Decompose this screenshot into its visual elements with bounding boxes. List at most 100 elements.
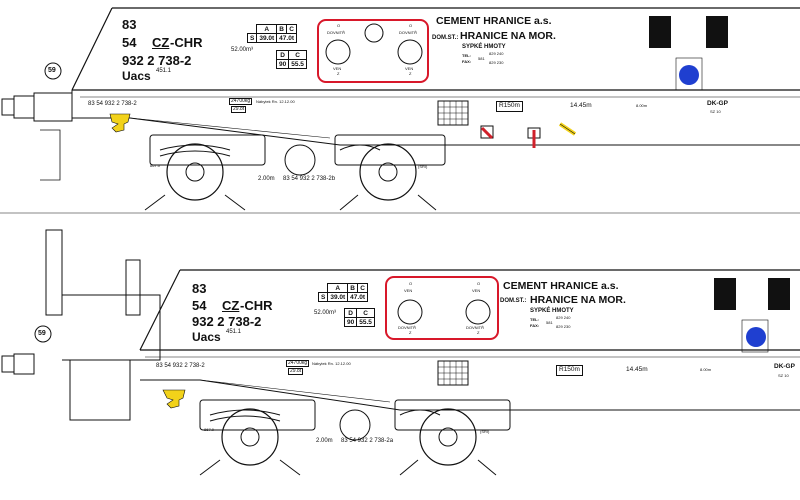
frame-number: 83 54 932 2 738-2 (156, 363, 205, 369)
tank-sloped-end (139, 269, 181, 351)
valve-left-z: Z (409, 330, 412, 335)
valve-left-top-label: VEN (404, 288, 413, 293)
load-col-b: B (276, 24, 288, 34)
rev-circle-label: 59 (38, 330, 46, 337)
valve-right-o: O (409, 23, 413, 28)
wagon-number-line3: 932 2 738-2 (122, 53, 192, 68)
frame-number: 83 54 932 2 738-2 (88, 101, 137, 107)
blue-lamp (679, 65, 699, 85)
left-buffer (13, 95, 35, 119)
load-col-c: C (286, 24, 297, 34)
owner-code: -CHR (170, 35, 203, 50)
load-c-val: 55.5 (356, 317, 375, 327)
left-buffer (13, 353, 35, 375)
cargo-type: SYPKÉ HMOTY (530, 308, 574, 314)
wagon-class-sup: 451.1 (226, 329, 242, 335)
volume: 52.00m³ (231, 47, 254, 53)
load-col-b: B (347, 283, 359, 293)
wheel-right (359, 143, 417, 201)
load-table: A B C S 39.0t 47.0t (317, 283, 368, 302)
tel-number: 829 240 (489, 51, 504, 56)
tel-label: TEL: (530, 317, 539, 322)
bogie-distance: 2.00m (258, 176, 275, 182)
yellow-hook (109, 113, 131, 133)
placard-right (706, 16, 728, 48)
load-d-val: 90 (343, 317, 358, 327)
valve-left-bottom-label: DOVNITŘ (398, 325, 416, 330)
curve-radius: R150m (556, 365, 583, 376)
country-code: CZ (222, 298, 240, 313)
load-s-a: 39.0t (256, 33, 278, 43)
revision-circle (44, 62, 62, 80)
brake-type: DK-GP (707, 100, 728, 107)
valve-frame (385, 276, 499, 340)
valve-left-o: O (337, 23, 341, 28)
wagon-drawing-top (0, 7, 800, 214)
phone-prefix: 581 (478, 56, 485, 61)
end-ladder (45, 229, 63, 316)
red-lever (480, 126, 494, 140)
wheel-right (419, 408, 477, 466)
load-table-2: D C 90 55.5 (343, 308, 375, 327)
bogie-left (144, 134, 266, 211)
fax-label: FAX: (530, 323, 540, 328)
axle-distance: 8.00m (636, 103, 648, 108)
wagon-number-line2: 54 (122, 35, 137, 50)
bogie-right (334, 134, 446, 211)
valve-right-top-label: VEN (472, 288, 481, 293)
yellow-hook (162, 389, 186, 409)
bogie-right (394, 399, 511, 476)
filler-cap (364, 23, 384, 43)
tel-number: 829 240 (556, 315, 571, 320)
revision-note: Nábytek Rn. 12.12.00 (312, 361, 351, 366)
blue-lamp (746, 327, 766, 347)
dim-right: (SRI) (418, 164, 428, 169)
frame-bottom-profile (140, 379, 800, 411)
wagon-number-line1: 83 (122, 17, 137, 32)
fax-label: FAX: (462, 59, 472, 64)
weight-top: 24700kg (286, 360, 310, 367)
load-row-c: C (356, 308, 375, 318)
center-hatch (284, 144, 316, 176)
load-col-a: A (256, 24, 278, 34)
brake-sub: SZ 10 (710, 109, 721, 114)
dim-left: 867.0 (150, 163, 161, 168)
wheel-left (166, 143, 224, 201)
weight-bottom: 29.8t (288, 368, 304, 375)
dim-right: (SRI) (480, 429, 490, 434)
valve-right-z: Z (477, 330, 480, 335)
load-row-d: D (343, 308, 358, 318)
owner-code: -CHR (240, 298, 273, 313)
valve-right (397, 39, 423, 65)
valve-left-bottom-label: VEN (333, 66, 342, 71)
wagon-number-line3: 932 2 738-2 (192, 314, 262, 329)
load-row-s: S (246, 33, 258, 43)
valve-left-top-label: DOVNITŘ (327, 30, 345, 35)
fax-number: 829 230 (556, 324, 571, 329)
tank-sloped-end (71, 7, 113, 91)
wagon-class: Uacs (192, 330, 221, 344)
load-c-val: 55.5 (288, 59, 307, 69)
home-station-city: HRANICE NA MOR. (530, 294, 626, 306)
fax-number: 829 230 (489, 60, 504, 65)
panel-bottom: 59 83 54 CZ -CHR 932 2 738-2 Uacs 451.1 … (0, 229, 800, 500)
dim-left: 867.0 (204, 427, 215, 432)
load-row-c: C (288, 50, 307, 60)
load-col-c: C (357, 283, 368, 293)
country-code: CZ (152, 35, 170, 50)
bogie-distance: 2.00m (316, 438, 333, 444)
valve-right-z: Z (409, 71, 412, 76)
company-name: CEMENT HRANICE a.s. (436, 15, 552, 27)
load-table-2: D C 90 55.5 (275, 50, 307, 69)
panel-top: 59 83 54 CZ -CHR 932 2 738-2 Uacs 451.1 … (0, 7, 800, 214)
valve-right (465, 299, 491, 325)
valve-right-top-label: DOVNITŘ (399, 30, 417, 35)
rev-circle-label: 59 (48, 67, 56, 74)
load-row-s: S (317, 292, 329, 302)
valve-right-o: O (477, 281, 481, 286)
load-table: A B C S 39.0t 47.0t (246, 24, 297, 43)
valve-right-bottom-label: VEN (405, 66, 414, 71)
revision-note: Nábytek Rn. 12.12.00 (256, 99, 295, 104)
frame-number-bottom: 83 54 932 2 738-2b (283, 176, 336, 182)
